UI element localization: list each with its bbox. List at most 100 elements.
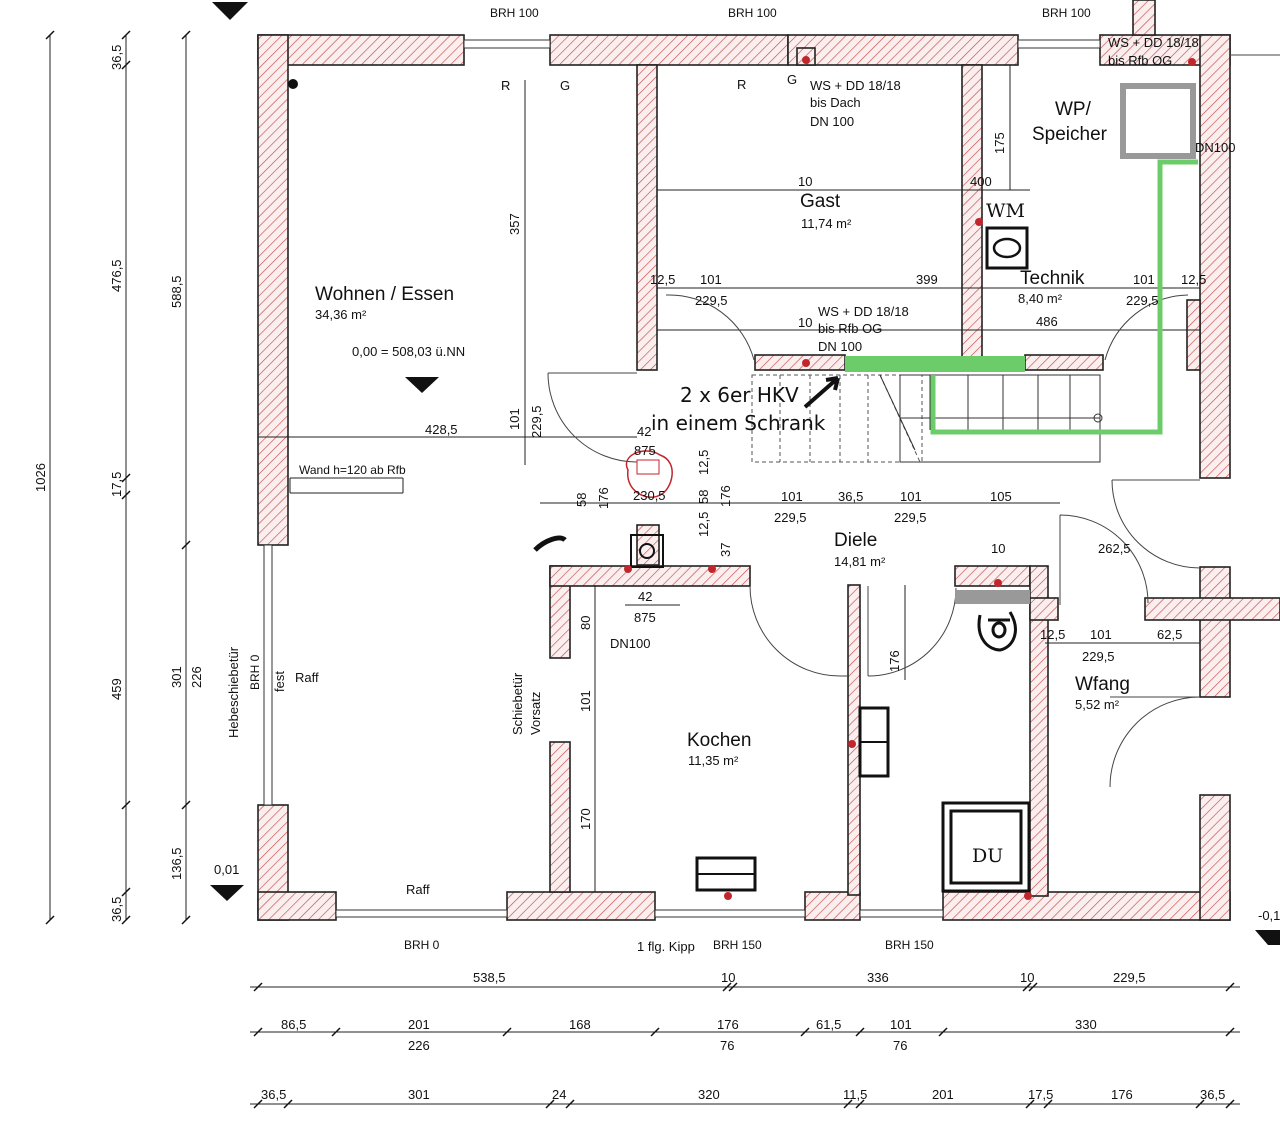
dim-b1-336: 336 xyxy=(867,970,889,985)
exterior-dim-lines xyxy=(49,35,1240,1105)
dim-tick xyxy=(253,1027,263,1037)
label-level2: 0,01 xyxy=(214,862,239,877)
dim-tick xyxy=(855,1099,865,1109)
label-ws2-line1: WS + DD 18/18 xyxy=(818,304,909,319)
dim-tick xyxy=(545,1099,555,1109)
wall-gast-left xyxy=(636,64,658,371)
dim-tick xyxy=(565,1099,575,1109)
dim-101-e: 101 xyxy=(1090,627,1112,642)
door-gast xyxy=(665,294,755,361)
dim-229-5-c: 229,5 xyxy=(1126,293,1159,308)
dim-170: 170 xyxy=(578,808,593,830)
dim-tick xyxy=(121,473,131,483)
dim-10-a: 10 xyxy=(798,174,812,189)
dim-101-a: 101 xyxy=(507,408,522,430)
hkv-arrow-icon xyxy=(803,376,840,409)
dim-row-105: 105 xyxy=(990,489,1012,504)
room-technik-area: 8,40 m² xyxy=(1018,291,1063,306)
door-wohnen xyxy=(547,372,638,463)
dim-left3-c: 17,5 xyxy=(109,472,124,497)
dim-left3-d: 459 xyxy=(109,678,124,700)
door-entry xyxy=(1109,696,1201,788)
dim-10-c: 10 xyxy=(991,541,1005,556)
dim-b3-36-5-a: 36,5 xyxy=(261,1087,286,1102)
dim-tick xyxy=(1028,982,1038,992)
wall-right-stub xyxy=(1132,0,1156,36)
label-kipp: 1 flg. Kipp xyxy=(637,939,695,954)
door-wfang xyxy=(1059,514,1149,605)
dim-tick xyxy=(121,30,131,40)
dim-b3-176: 176 xyxy=(1111,1087,1133,1102)
label-fest: fest xyxy=(272,671,287,692)
dim-tick xyxy=(722,982,732,992)
dim-left2-c: 226 xyxy=(189,666,204,688)
dim-b3-301: 301 xyxy=(408,1087,430,1102)
dim-b1-538-5: 538,5 xyxy=(473,970,506,985)
toilet-icon xyxy=(977,611,1017,652)
dim-tick xyxy=(728,982,738,992)
interior-dims: 357 101 229,5 428,5 12,5 101 229,5 399 1… xyxy=(425,132,1206,830)
label-schiebe-2: Vorsatz xyxy=(528,692,543,735)
fireplace-icon xyxy=(625,450,673,498)
dim-229-a: 229,5 xyxy=(529,405,544,438)
dim-tick xyxy=(45,915,55,925)
wall-kitchen-top xyxy=(549,565,751,587)
level-markers xyxy=(210,2,1280,945)
dim-b1-10-b: 10 xyxy=(1020,970,1034,985)
room-labels: Wohnen / Essen 34,36 m² Gast 11,74 m² Te… xyxy=(315,99,1130,768)
label-ws3-line1: WS + DD 18/18 xyxy=(1108,35,1199,50)
dim-176-b: 176 xyxy=(718,485,733,507)
dim-400: 400 xyxy=(970,174,992,189)
interior-dim-lines xyxy=(258,65,1200,892)
dim-229-5-e: 229,5 xyxy=(1082,649,1115,664)
room-gast-area: 11,74 m² xyxy=(801,216,852,231)
wm-drum-icon xyxy=(992,237,1022,259)
dim-tick xyxy=(1225,982,1235,992)
dim-b3-36-5-b: 36,5 xyxy=(1200,1087,1225,1102)
dim-875-b: 875 xyxy=(634,610,656,625)
wall-gast-technik xyxy=(961,64,983,371)
dim-tick xyxy=(181,915,191,925)
room-wp-line2: Speicher xyxy=(1032,124,1108,145)
fixtures xyxy=(533,226,1031,893)
dim-tick xyxy=(121,60,131,70)
wall-bottom-mid xyxy=(506,891,656,921)
wall-left-upper xyxy=(257,34,289,546)
wall-gast-bottom xyxy=(754,354,846,371)
label-brh0-vertical: BRH 0 xyxy=(248,654,262,690)
door-kitchen xyxy=(749,585,848,677)
label-bottom-brh-2: BRH 150 xyxy=(713,938,762,952)
label-dn100-right: DN100 xyxy=(1195,140,1235,155)
dim-b3-11-5: 11,5 xyxy=(843,1087,867,1102)
walls xyxy=(257,0,1280,921)
dim-42-a: 42 xyxy=(637,424,651,439)
dim-tick xyxy=(1195,1099,1205,1109)
dim-101-b: 101 xyxy=(700,272,722,287)
dim-b2-101: 101 xyxy=(890,1017,912,1032)
dim-12-5-c: 12,5 xyxy=(696,450,711,475)
dim-262-5: 262,5 xyxy=(1098,541,1131,556)
label-raff-1: Raff xyxy=(295,670,319,685)
label-du: DU xyxy=(972,845,1003,867)
dim-12-5-b: 12,5 xyxy=(1181,272,1206,287)
dim-row-36-5: 36,5 xyxy=(838,489,863,504)
dim-tick xyxy=(855,1027,865,1037)
windows xyxy=(263,39,1101,918)
dim-row-101-a: 101 xyxy=(781,489,803,504)
dim-101-d: 101 xyxy=(578,690,593,712)
label-top-brh-2: BRH 100 xyxy=(728,6,777,20)
dim-b3-201: 201 xyxy=(932,1087,954,1102)
doors xyxy=(547,54,1280,788)
label-bottom-brh-1: BRH 0 xyxy=(404,938,440,952)
dim-tick xyxy=(121,490,131,500)
corner-dot xyxy=(288,79,298,89)
dim-80: 80 xyxy=(578,616,593,630)
wp-speicher-box xyxy=(1120,83,1196,159)
dim-row-229-5-b: 229,5 xyxy=(894,510,927,525)
dim-tick xyxy=(800,1027,810,1037)
dim-b3-24: 24 xyxy=(552,1087,566,1102)
dim-tick xyxy=(45,30,55,40)
label-top-brh-3: BRH 100 xyxy=(1042,6,1091,20)
dim-230-5: 230,5 xyxy=(633,488,666,503)
wall-kitchen-bath xyxy=(847,584,861,896)
